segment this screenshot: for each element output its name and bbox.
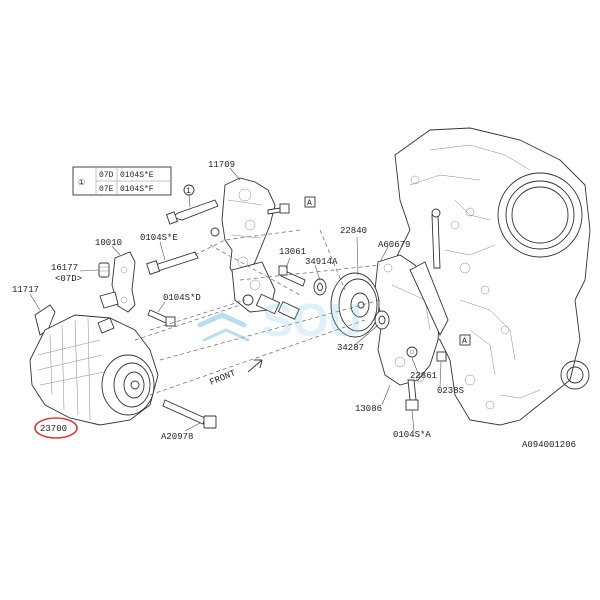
bolt-mid-11709 [210,227,220,237]
label-11717: 11717 [12,285,39,295]
legend-row-2-code: 07E [99,185,114,194]
bolt-a20978 [162,399,217,429]
spacer-blocks [242,293,300,320]
label-11709: 11709 [208,160,235,170]
bolt-0104s-e [146,251,199,275]
label-0104s-d: 0104S*D [163,293,201,303]
label-34914a: 34914A [305,257,338,267]
callout-labels: 11709 10010 0104S*E 16177 <07D> 11717 01… [12,160,576,450]
legend-row-1-code: 07D [99,171,114,180]
label-22840: 22840 [340,226,367,236]
watermark: SOU [197,294,362,346]
svg-text:A: A [462,337,467,346]
bolt-0104s-a [405,379,419,411]
nut-0238s [436,351,447,362]
nut-22861 [406,346,418,358]
alternator-23700 [29,314,159,426]
label-23700: 23700 [40,424,67,434]
tensioner-arm-a60679 [409,208,449,337]
label-a20978: A20978 [161,432,193,442]
diagram-id: A094001206 [522,440,576,450]
bushing-16177 [98,262,110,278]
svg-text:SOU: SOU [262,294,362,346]
pulley-22840 [330,272,380,338]
label-34287: 34287 [337,343,364,353]
svg-text:1: 1 [186,187,191,196]
bracket-11717 [34,304,56,336]
legend-row-1-part: 0104S*E [120,171,154,180]
label-22861: 22861 [410,371,437,381]
bolt-upper-left [165,199,219,225]
bolt-13061 [278,265,306,287]
label-10010: 10010 [95,238,122,248]
assembly-dashes [134,229,381,396]
leader-lines [29,167,442,432]
label-07d: <07D> [55,274,82,284]
label-16177: 16177 [51,263,78,273]
spacer-34914a [313,278,327,296]
label-13086: 13086 [355,404,382,414]
bracket-11709 [221,177,276,313]
label-a60679: A60679 [378,240,410,250]
bolt-right-11709 [267,203,290,215]
legend-row-2-part: 0104S*F [120,185,154,194]
svg-text:FRONT: FRONT [208,368,237,388]
label-0104s-e: 0104S*E [140,233,178,243]
label-0238s: 0238S [437,386,464,396]
highlight-circle [34,417,78,439]
idler-34287 [374,310,390,330]
legend-table: ① 07D 0104S*E 07E 0104S*F [72,166,172,196]
bolt-0104s-d [147,309,176,327]
svg-text:A: A [307,199,312,208]
ref-marker-a-lower: A [459,334,471,346]
label-0104s-a: 0104S*A [393,430,431,440]
bracket-10010 [99,251,136,313]
label-13061: 13061 [279,247,306,257]
legend-symbol: ① [78,179,85,188]
front-arrow: FRONT [208,359,263,388]
ref-marker-a-upper: A [304,196,316,208]
index-marker: 1 [183,184,195,208]
